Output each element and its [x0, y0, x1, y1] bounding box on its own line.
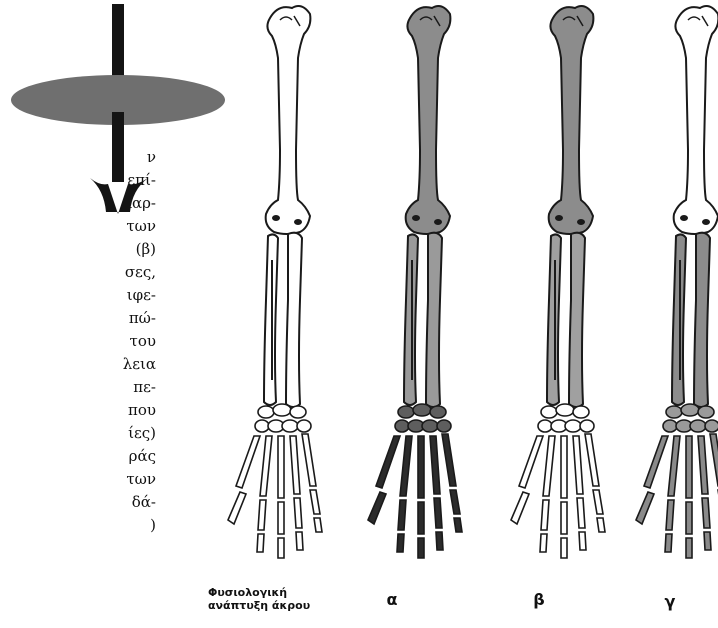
arm-skeleton-gamma — [630, 0, 718, 580]
caption-normal: Φυσιολογική ανάπτυξη άκρου — [208, 586, 318, 612]
text-line: ιφε- — [127, 286, 156, 305]
caption-beta: β — [519, 590, 559, 609]
text-line: ράς — [129, 447, 156, 466]
arm-skeleton-beta — [505, 0, 613, 580]
caption-alpha: α — [372, 590, 412, 609]
arm-skeleton-normal — [222, 0, 330, 580]
text-line: που — [128, 401, 156, 420]
text-line: σες, — [125, 263, 156, 282]
text-line: ) — [150, 516, 156, 535]
text-line: των — [126, 470, 156, 489]
arm-skeleton-alpha — [362, 0, 470, 580]
text-line: (β) — [136, 240, 156, 259]
text-line: πώ- — [129, 309, 156, 328]
caption-normal-line1: Φυσιολογική — [208, 586, 318, 599]
text-line: ίες) — [128, 424, 156, 443]
text-line: λεια — [123, 355, 156, 374]
arrow-through-disc-icon — [0, 0, 240, 230]
text-line: πε- — [133, 378, 156, 397]
text-line: του — [130, 332, 156, 351]
text-line: δά- — [132, 493, 156, 512]
caption-gamma: γ — [650, 592, 690, 611]
caption-normal-line2: ανάπτυξη άκρου — [208, 599, 318, 612]
